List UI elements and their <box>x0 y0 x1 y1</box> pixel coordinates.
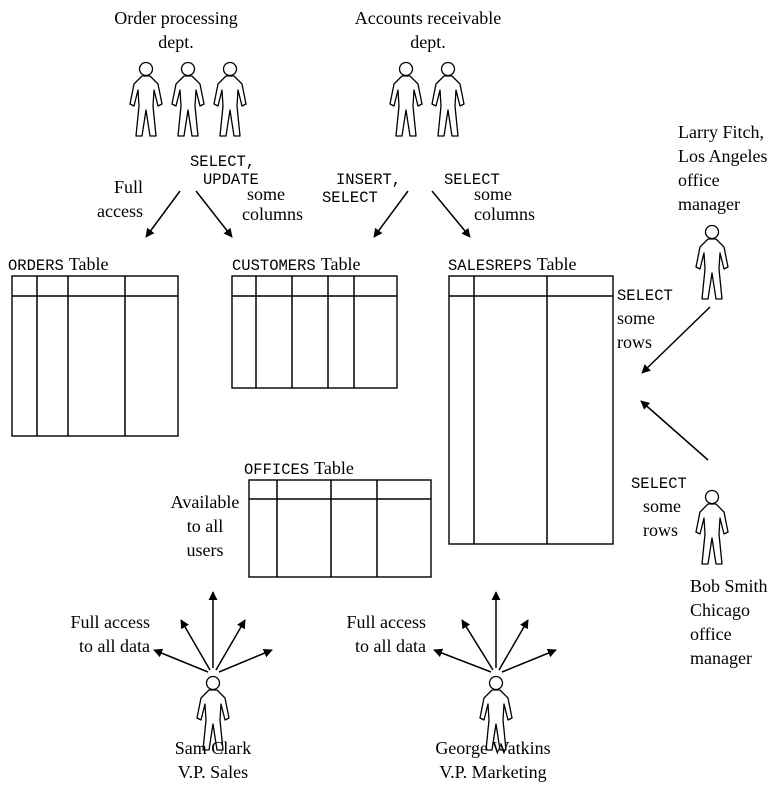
george-access-label-line2: to all data <box>355 636 426 656</box>
person-icon <box>389 61 423 137</box>
arrow-larry-to-salesreps <box>641 306 711 374</box>
george-arrows <box>433 591 557 673</box>
larry-select-label: SELECT <box>617 287 673 305</box>
person-icon <box>129 61 163 137</box>
select-update-label-line1: SELECT, <box>190 153 255 171</box>
sam-arrows <box>153 591 273 673</box>
person-icon <box>695 224 729 300</box>
person-icon <box>213 61 247 137</box>
arrow-to-orders <box>145 190 181 238</box>
larry-label-line4: manager <box>678 194 740 214</box>
larry-label-line1: Larry Fitch, <box>678 122 764 142</box>
bob-rows-label-line2: rows <box>643 520 678 540</box>
bob-label-line3: office <box>690 624 732 644</box>
accounts-receivable-label-line1: Accounts receivable <box>355 8 501 28</box>
full-access-label-line2: access <box>97 201 143 221</box>
arrow-to-customers <box>373 190 409 238</box>
some-columns-2-label-line2: columns <box>474 204 535 224</box>
arrow-to-salesreps <box>431 190 471 238</box>
bob-smith-group: Bob Smith, Chicago office manager <box>690 489 768 668</box>
some-columns-2-label-line1: some <box>474 184 512 204</box>
arrow-bob-to-salesreps <box>640 400 709 461</box>
george-access-label-line1: Full access <box>347 612 426 632</box>
george-label-line1: George Watkins <box>435 738 550 758</box>
available-label-line2: to all <box>187 516 224 536</box>
bob-rows-label-line1: some <box>643 496 681 516</box>
select-columns-label: SELECT <box>444 171 500 189</box>
person-icon <box>431 61 465 137</box>
some-columns-label-line2: columns <box>242 204 303 224</box>
larry-rows-label-line2: rows <box>617 332 652 352</box>
sam-label-line2: V.P. Sales <box>178 762 248 782</box>
sam-clark-group: Sam Clark V.P. Sales <box>175 675 252 782</box>
larry-rows-label-line1: some <box>617 308 655 328</box>
sam-access-label-line2: to all data <box>79 636 150 656</box>
full-access-label-line1: Full <box>114 177 143 197</box>
select-update-label-line2: UPDATE <box>203 171 259 189</box>
george-label-line2: V.P. Marketing <box>439 762 546 782</box>
some-columns-label-line1: some <box>247 184 285 204</box>
bob-label-line1: Bob Smith, <box>690 576 768 596</box>
sam-label-line1: Sam Clark <box>175 738 252 758</box>
sam-access-label-line1: Full access <box>71 612 150 632</box>
order-processing-label-line1: Order processing <box>114 8 237 28</box>
bob-label-line2: Chicago <box>690 600 750 620</box>
george-watkins-group: George Watkins V.P. Marketing <box>435 675 551 782</box>
accounts-receivable-group: Accounts receivable dept. <box>355 8 501 137</box>
larry-fitch-group: Larry Fitch, Los Angeles office manager <box>678 122 768 300</box>
arrow-to-orders-2 <box>195 190 233 238</box>
person-icon <box>171 61 205 137</box>
available-label-line1: Available <box>171 492 240 512</box>
larry-label-line2: Los Angeles <box>678 146 768 166</box>
larry-label-line3: office <box>678 170 720 190</box>
insert-select-label-line2: SELECT <box>322 189 378 207</box>
order-processing-group: Order processing dept. <box>114 8 247 137</box>
insert-select-label-line1: INSERT, <box>336 171 401 189</box>
bob-select-label: SELECT <box>631 475 687 493</box>
order-processing-label-line2: dept. <box>158 32 194 52</box>
bob-label-line4: manager <box>690 648 752 668</box>
person-icon <box>695 489 729 565</box>
available-label-line3: users <box>187 540 224 560</box>
accounts-receivable-label-line2: dept. <box>410 32 446 52</box>
